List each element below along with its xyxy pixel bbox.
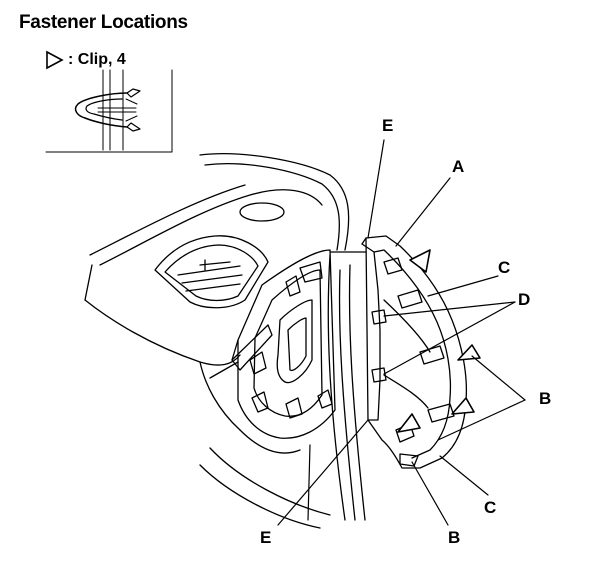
callout-e-top: E — [382, 116, 394, 135]
air-vent — [154, 235, 269, 309]
callout-b-bottom: B — [448, 528, 461, 547]
clip-triangle-icon — [451, 397, 475, 415]
dashboard-outline — [84, 153, 366, 529]
callout-d: D — [518, 290, 531, 309]
callout-b-right: B — [539, 389, 552, 408]
page-title: Fastener Locations — [19, 12, 188, 33]
dashboard-side-opening — [209, 249, 336, 439]
legend: : Clip, 4 — [44, 50, 126, 70]
callout-a: A — [452, 157, 465, 176]
side-cover-panel — [361, 235, 468, 469]
callout-e-bottom: E — [260, 528, 272, 547]
clip-triangle-icon — [409, 249, 431, 273]
clip-triangle-icon — [46, 50, 64, 70]
clip-markers — [397, 249, 481, 433]
clip-detail-inset — [45, 69, 173, 153]
legend-label: : Clip, 4 — [68, 51, 126, 69]
callout-c-bottom: C — [484, 498, 497, 517]
leader-lines — [277, 139, 526, 526]
clip-triangle-icon — [397, 413, 421, 433]
callout-c-top: C — [498, 258, 511, 277]
clip-triangle-icon — [457, 344, 481, 361]
